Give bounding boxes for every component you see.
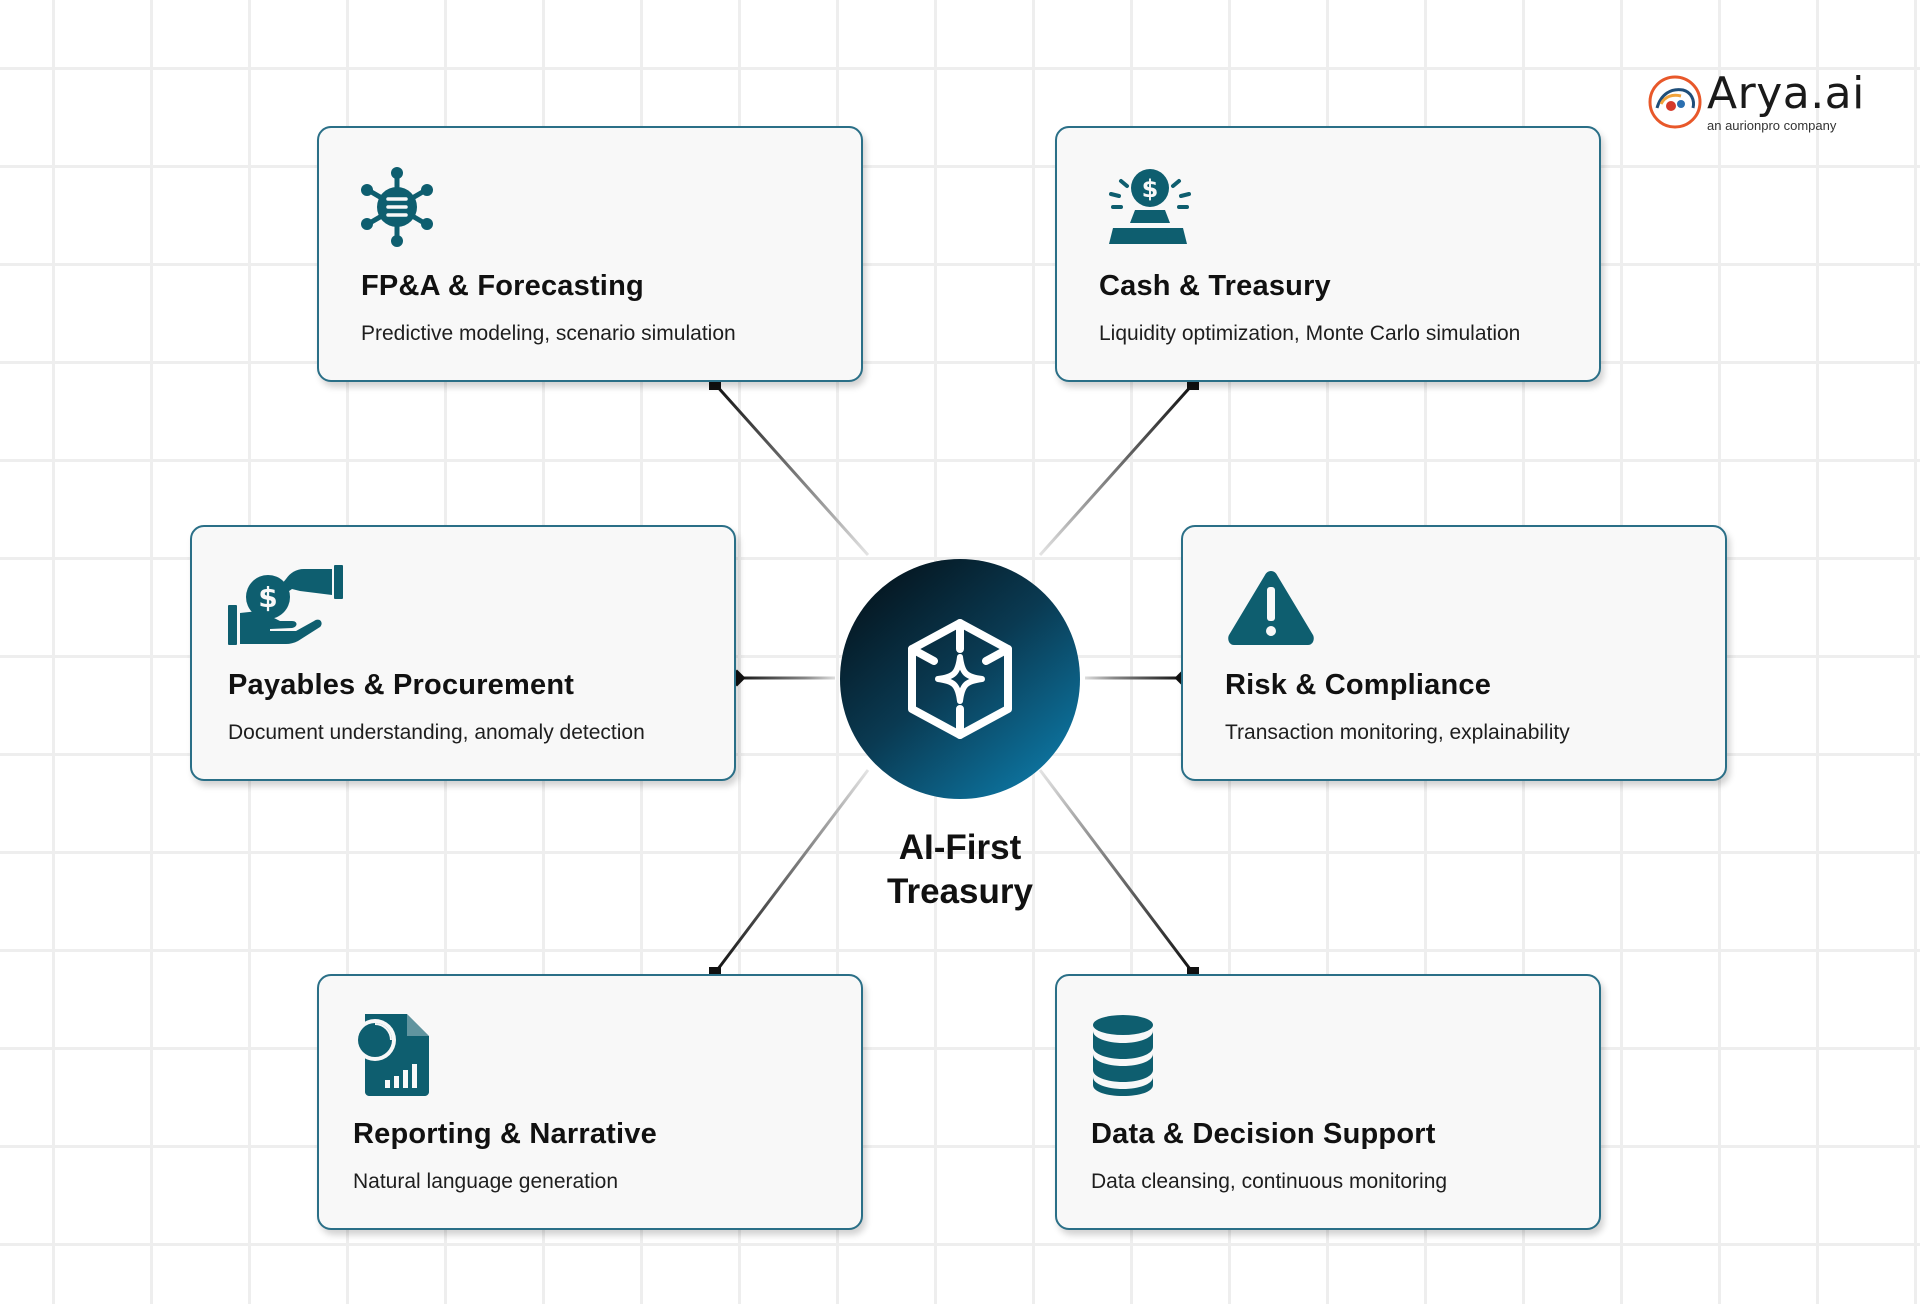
hub-circle <box>840 559 1080 799</box>
svg-text:$: $ <box>1142 175 1159 203</box>
card-fpa-forecasting: FP&A & Forecasting Predictive modeling, … <box>317 126 863 382</box>
database-icon <box>1093 1015 1153 1096</box>
card-reporting-narrative: Reporting & Narrative Natural language g… <box>317 974 863 1230</box>
hub-label: AI-First Treasury <box>810 826 1110 914</box>
card-description: Liquidity optimization, Monte Carlo simu… <box>1099 322 1521 345</box>
gold-bars-dollar-icon: $ <box>1109 169 1191 244</box>
card-cash-treasury: $ Cash & Treasury Liquidity optimization… <box>1055 126 1601 382</box>
warning-triangle-icon <box>1228 571 1314 645</box>
report-chart-icon <box>354 1014 429 1096</box>
logo-name: Arya.ai <box>1707 68 1865 119</box>
card-description: Data cleansing, continuous monitoring <box>1091 1170 1448 1193</box>
hand-giving-money-icon: $ <box>228 565 343 645</box>
arya-logo: Arya.ai an aurionpro company <box>1645 68 1864 140</box>
card-risk-compliance: Risk & Compliance Transaction monitoring… <box>1181 525 1727 781</box>
card-title: FP&A & Forecasting <box>361 270 644 302</box>
card-description: Transaction monitoring, explainability <box>1225 721 1570 744</box>
card-description: Natural language generation <box>353 1170 619 1193</box>
card-title: Reporting & Narrative <box>353 1118 657 1150</box>
card-title: Cash & Treasury <box>1099 270 1331 302</box>
card-description: Predictive modeling, scenario simulation <box>361 322 736 345</box>
logo-mark-icon <box>1648 75 1702 129</box>
hub-label-line1: AI-First <box>898 828 1022 867</box>
card-data-decision-support: Data & Decision Support Data cleansing, … <box>1055 974 1601 1230</box>
connector-fpa <box>713 382 870 557</box>
card-payables-procurement: $ Payables & Procurement Document unders… <box>190 525 736 781</box>
connector-data <box>1038 769 1195 974</box>
network-hub-icon <box>361 167 433 247</box>
connector-reporting <box>713 769 870 974</box>
card-description: Document understanding, anomaly detectio… <box>228 721 645 744</box>
svg-text:$: $ <box>258 581 277 614</box>
card-title: Risk & Compliance <box>1225 669 1492 701</box>
logo-tagline: an aurionpro company <box>1707 118 1837 133</box>
card-title: Data & Decision Support <box>1091 1118 1436 1150</box>
card-title: Payables & Procurement <box>228 669 575 701</box>
hub-label-line2: Treasury <box>887 872 1033 911</box>
connector-cash <box>1038 382 1195 557</box>
cube-sparkle-icon <box>908 619 1012 739</box>
